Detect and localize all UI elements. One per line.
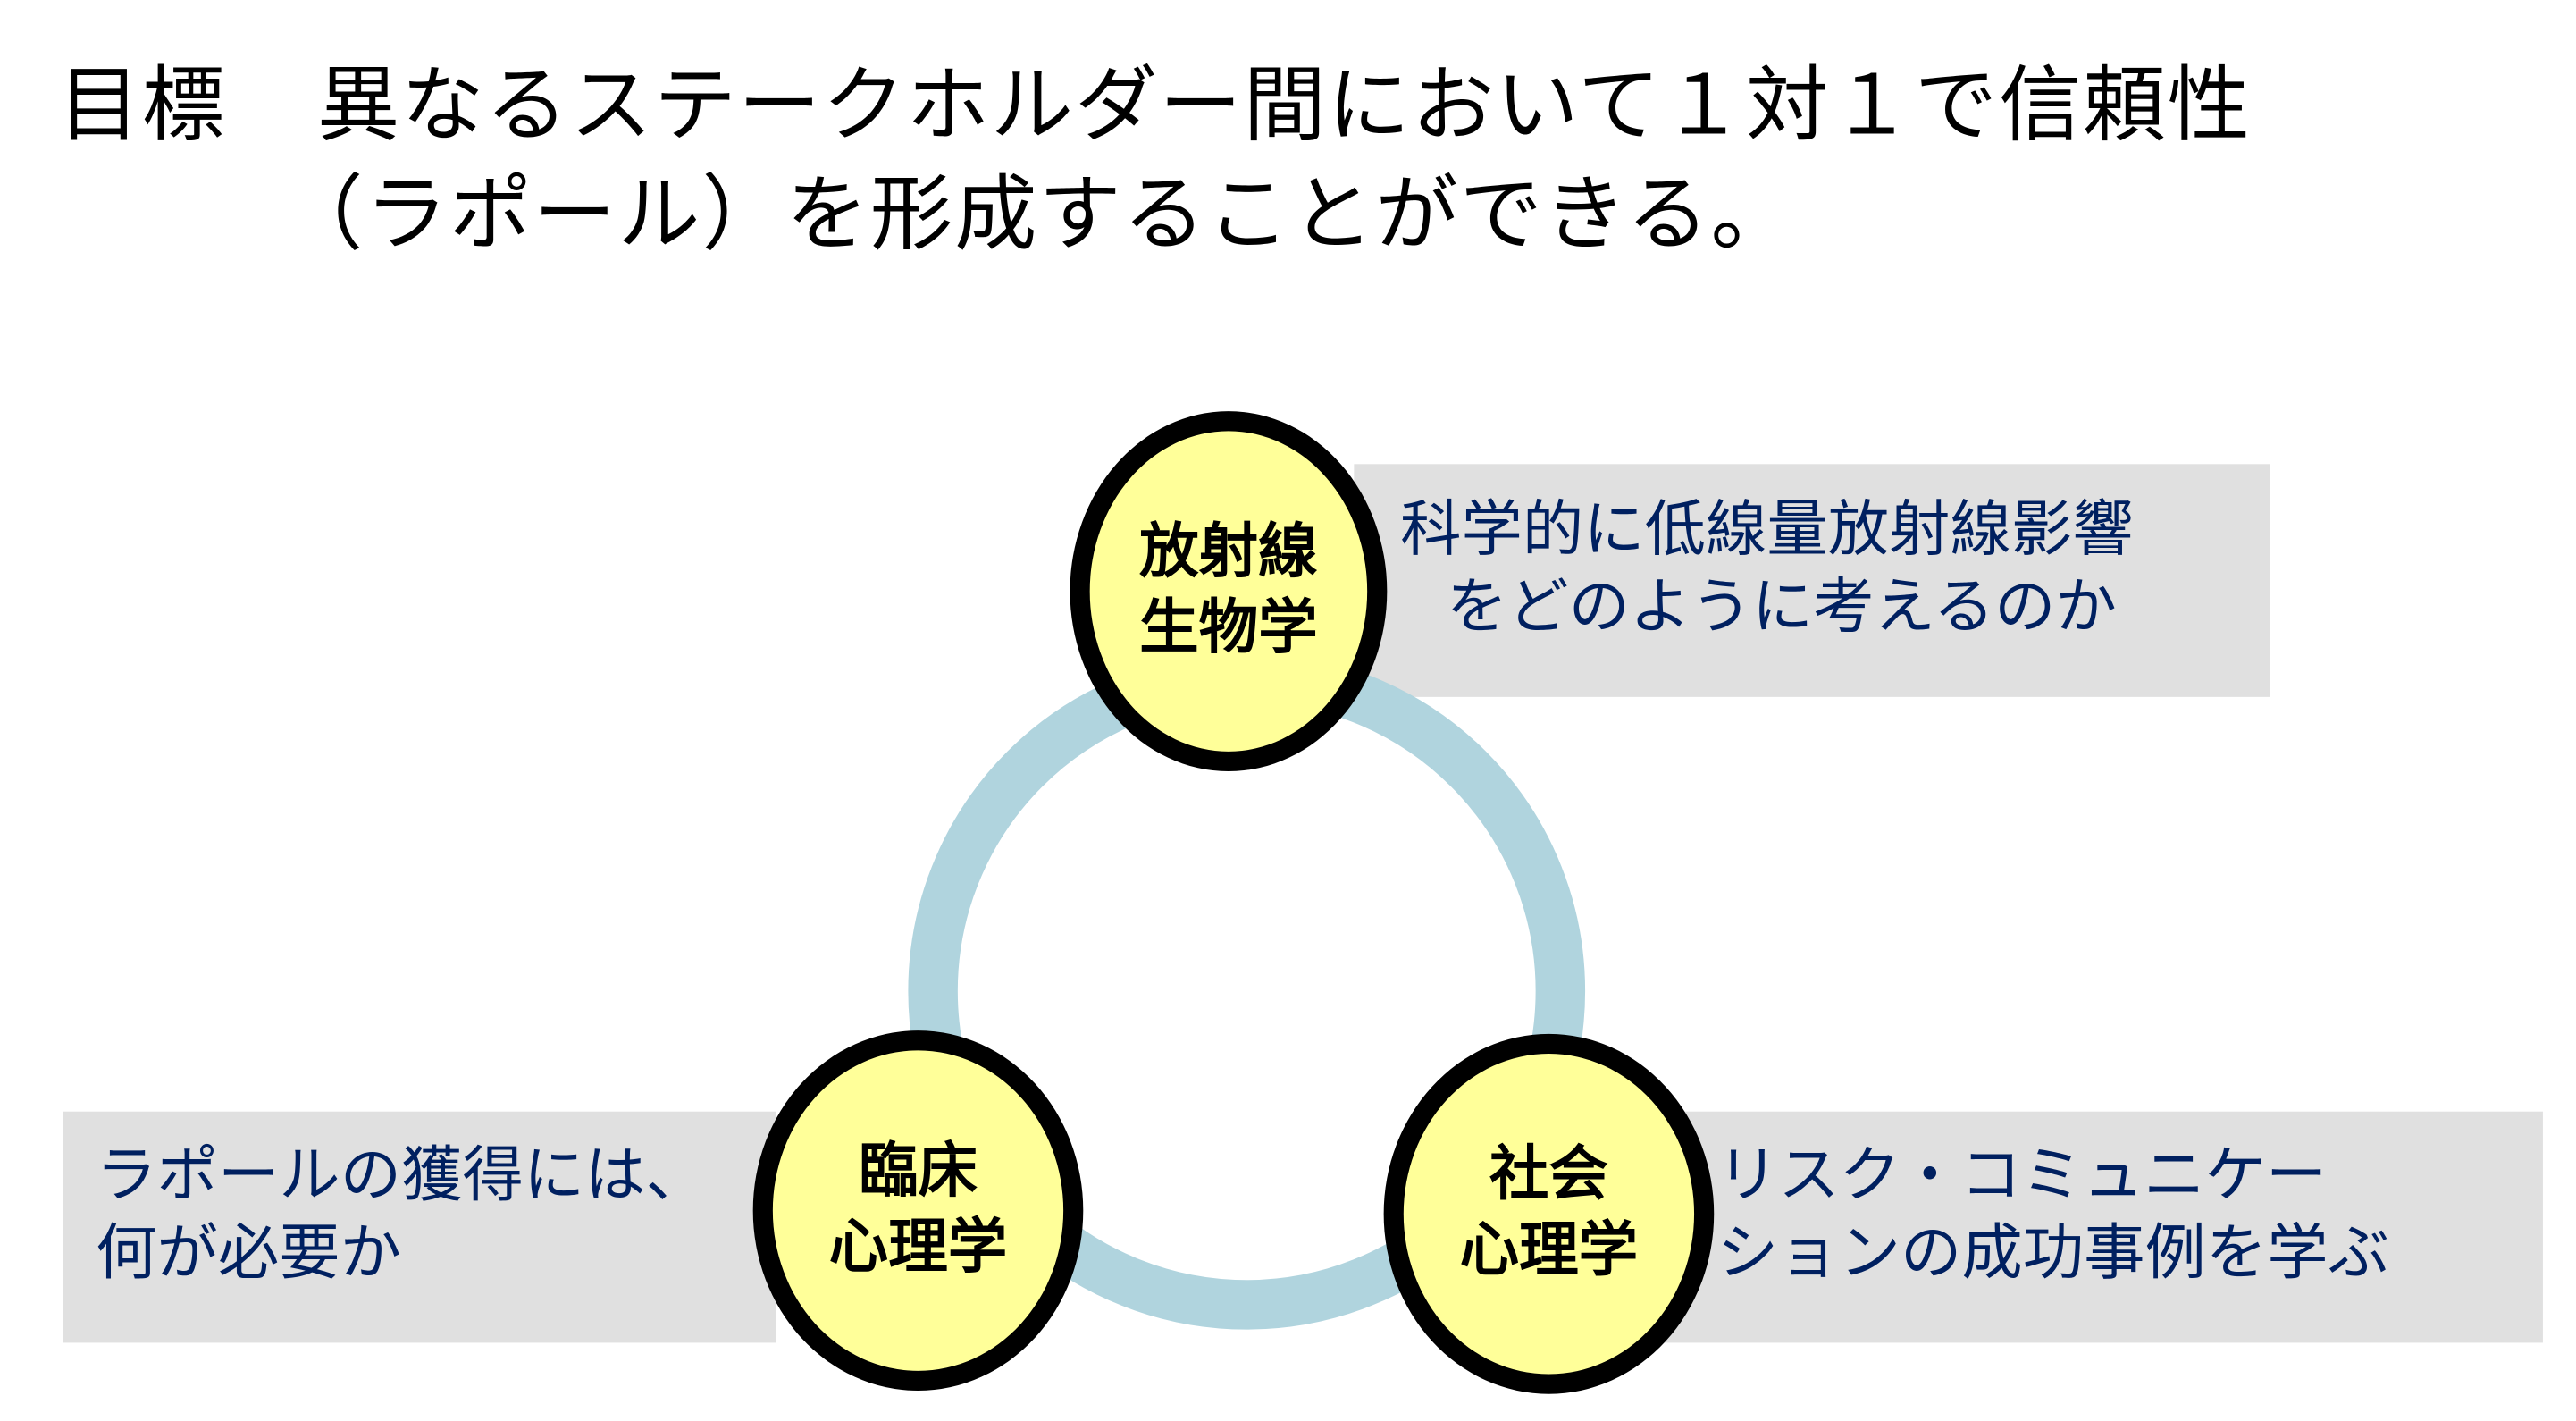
note-left-line-1: ラポールの獲得には、 (96, 1139, 707, 1211)
node-label-line-2: 心理学 (828, 1214, 1008, 1282)
node-clinical-psychology: 臨床 心理学 (752, 1030, 1084, 1392)
node-label-line-2: 生物学 (1139, 594, 1318, 663)
goal-line-2: （ラポール）を形成することができる。 (281, 166, 1795, 263)
note-top-line-2: をどのように考えるのか (1446, 571, 2117, 643)
note-left-line-2: 何が必要か (96, 1216, 402, 1289)
node-social-psychology: 社会 心理学 (1383, 1033, 1715, 1394)
note-right-line-1: リスク・コミュニケー (1716, 1139, 2328, 1211)
note-box-left (63, 1111, 776, 1343)
goal-label: 目標 (57, 57, 227, 154)
note-right-line-2: ションの成功事例を学ぶ (1716, 1216, 2390, 1289)
node-label-line-1: 臨床 (858, 1138, 978, 1207)
note-box-top (1354, 464, 2270, 697)
note-top-line-1: 科学的に低線量放射線影響 (1400, 493, 2134, 566)
note-box-right (1651, 1111, 2543, 1343)
node-label-line-1: 放射線 (1139, 518, 1318, 587)
node-label-line-2: 心理学 (1459, 1216, 1639, 1285)
node-radiation-biology: 放射線 生物学 (1070, 411, 1388, 772)
node-label-line-1: 社会 (1489, 1140, 1608, 1209)
goal-line-1: 異なるステークホルダー間において１対１で信頼性 (316, 57, 2252, 154)
